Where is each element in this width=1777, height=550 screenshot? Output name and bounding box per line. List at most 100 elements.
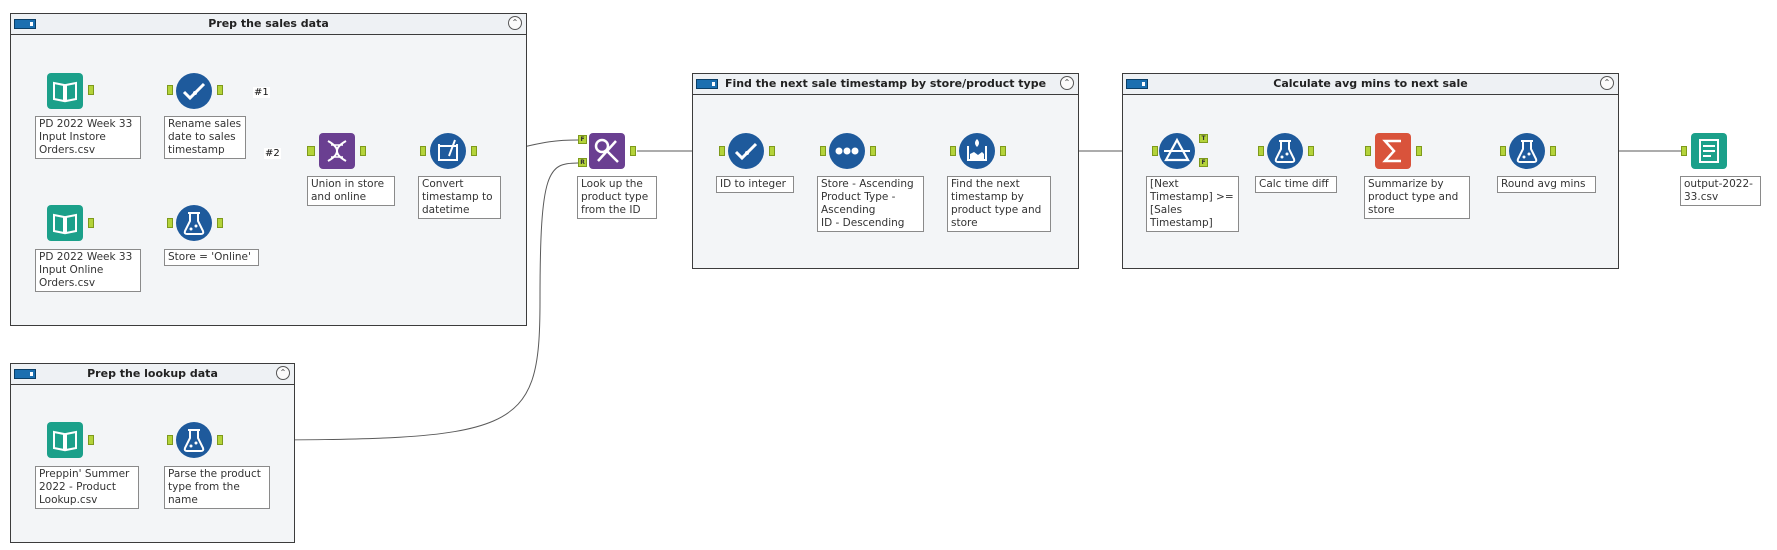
input-anchor-multi[interactable] — [307, 146, 315, 156]
output-anchor[interactable] — [88, 218, 94, 228]
tool-annotation: PD 2022 Week 33 Input Instore Orders.csv — [35, 116, 141, 159]
input-anchor[interactable] — [420, 146, 426, 156]
multi-row-formula-icon — [959, 133, 995, 169]
find-replace-icon — [589, 133, 625, 169]
input-anchor[interactable] — [1365, 146, 1371, 156]
tool-annotation: output-2022- 33.csv — [1680, 176, 1761, 206]
input-data-icon — [47, 422, 83, 458]
tool-formula-store-online[interactable] — [175, 204, 213, 242]
tool-annotation: Look up the product type from the ID — [577, 176, 657, 219]
output-anchor[interactable] — [88, 435, 94, 445]
container-icon — [696, 79, 718, 89]
collapse-button[interactable]: ⌃ — [1060, 76, 1074, 90]
tool-annotation: Parse the product type from the name — [164, 466, 270, 509]
collapse-button[interactable]: ⌃ — [1600, 76, 1614, 90]
tool-annotation: Summarize by product type and store — [1364, 176, 1470, 219]
input-anchor[interactable] — [1681, 146, 1687, 156]
tool-find-replace[interactable] — [588, 132, 626, 170]
formula-icon — [1267, 133, 1303, 169]
output-anchor[interactable] — [870, 146, 876, 156]
input-anchor[interactable] — [820, 146, 826, 156]
tool-input-lookup[interactable] — [46, 421, 84, 459]
tool-datetime-convert[interactable] — [429, 132, 467, 170]
output-data-icon — [1691, 133, 1727, 169]
tool-formula-calc-diff[interactable] — [1266, 132, 1304, 170]
output-anchor[interactable] — [88, 85, 94, 95]
tool-sort[interactable] — [828, 132, 866, 170]
container-header[interactable]: Find the next sale timestamp by store/pr… — [693, 74, 1078, 95]
output-anchor[interactable] — [1000, 146, 1006, 156]
output-anchor[interactable] — [630, 146, 636, 156]
output-anchor[interactable] — [217, 85, 223, 95]
input-anchor[interactable] — [167, 435, 173, 445]
container-find-next-sale[interactable]: Find the next sale timestamp by store/pr… — [692, 73, 1079, 269]
input-anchor[interactable] — [1152, 146, 1158, 156]
tool-annotation: Round avg mins — [1497, 176, 1596, 193]
wire-label-2: #2 — [264, 148, 281, 159]
summarize-icon — [1375, 133, 1411, 169]
select-icon — [176, 73, 212, 109]
output-anchor[interactable] — [1550, 146, 1556, 156]
tool-filter[interactable] — [1158, 132, 1196, 170]
tool-multi-row-formula[interactable] — [958, 132, 996, 170]
tool-annotation: Calc time diff — [1255, 176, 1337, 193]
collapse-button[interactable]: ⌃ — [508, 16, 522, 30]
tool-annotation: Store = 'Online' — [164, 249, 259, 266]
container-header[interactable]: Calculate avg mins to next sale ⌃ — [1123, 74, 1618, 95]
input-anchor[interactable] — [167, 85, 173, 95]
tool-select-id-integer[interactable] — [727, 132, 765, 170]
tool-input-instore[interactable] — [46, 72, 84, 110]
container-title: Find the next sale timestamp by store/pr… — [724, 77, 1047, 90]
union-icon — [319, 133, 355, 169]
false-anchor[interactable]: F — [1199, 158, 1208, 167]
output-anchor[interactable] — [217, 218, 223, 228]
container-icon — [1126, 79, 1148, 89]
input-anchor[interactable] — [950, 146, 956, 156]
input-data-icon — [47, 73, 83, 109]
datetime-icon — [430, 133, 466, 169]
tool-formula-round[interactable] — [1508, 132, 1546, 170]
collapse-button[interactable]: ⌃ — [276, 366, 290, 380]
wire-label-1: #1 — [253, 87, 270, 98]
tool-annotation: Preppin' Summer 2022 - Product Lookup.cs… — [35, 466, 139, 509]
tool-union[interactable] — [318, 132, 356, 170]
tool-annotation: [Next Timestamp] >= [Sales Timestamp] — [1146, 176, 1239, 232]
input-anchor[interactable] — [167, 218, 173, 228]
output-anchor[interactable] — [769, 146, 775, 156]
container-header[interactable]: Prep the lookup data ⌃ — [11, 364, 294, 385]
filter-icon — [1159, 133, 1195, 169]
tool-input-online[interactable] — [46, 204, 84, 242]
tool-formula-parse[interactable] — [175, 421, 213, 459]
tool-annotation: Convert timestamp to datetime — [418, 176, 501, 219]
tool-annotation: ID to integer — [716, 176, 794, 193]
output-anchor[interactable] — [360, 146, 366, 156]
container-icon — [14, 369, 36, 379]
replace-anchor[interactable]: R — [578, 158, 587, 167]
output-anchor[interactable] — [1308, 146, 1314, 156]
container-icon — [14, 19, 36, 29]
output-anchor[interactable] — [471, 146, 477, 156]
container-header[interactable]: Prep the sales data ⌃ — [11, 14, 526, 35]
tool-rename-select[interactable] — [175, 72, 213, 110]
output-anchor[interactable] — [217, 435, 223, 445]
find-anchor[interactable]: F — [578, 135, 587, 144]
tool-annotation: Rename sales date to sales timestamp — [164, 116, 246, 159]
input-anchor[interactable] — [1258, 146, 1264, 156]
formula-icon — [1509, 133, 1545, 169]
input-anchor[interactable] — [719, 146, 725, 156]
formula-icon — [176, 422, 212, 458]
tool-annotation: Union in store and online — [307, 176, 395, 206]
tool-annotation: Find the next timestamp by product type … — [947, 176, 1051, 232]
container-title: Prep the lookup data — [87, 367, 218, 380]
output-anchor[interactable] — [1416, 146, 1422, 156]
container-title: Prep the sales data — [208, 17, 329, 30]
tool-summarize[interactable] — [1374, 132, 1412, 170]
true-anchor[interactable]: T — [1199, 134, 1208, 143]
container-calc-avg[interactable]: Calculate avg mins to next sale ⌃ — [1122, 73, 1619, 269]
container-prep-lookup[interactable]: Prep the lookup data ⌃ — [10, 363, 295, 543]
wire-parse-replace — [226, 162, 579, 441]
container-title: Calculate avg mins to next sale — [1273, 77, 1468, 90]
formula-icon — [176, 205, 212, 241]
input-anchor[interactable] — [1500, 146, 1506, 156]
tool-output-data[interactable] — [1690, 132, 1728, 170]
